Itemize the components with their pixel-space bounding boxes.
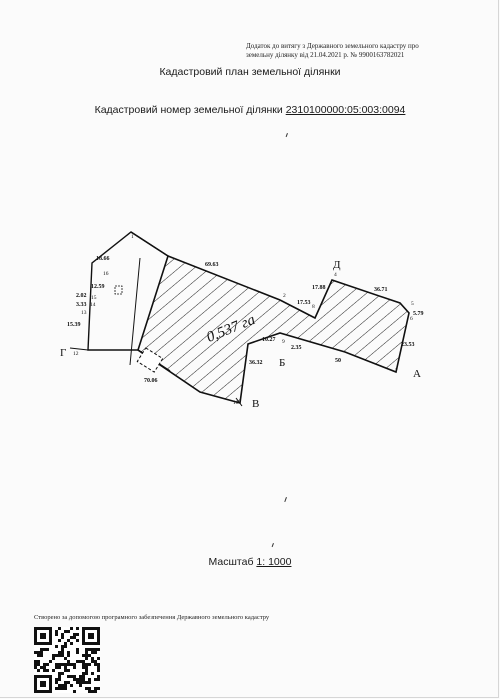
point-16: 16 (103, 271, 109, 277)
neighbor-d: Д (333, 259, 341, 271)
length-18-66: 18.66 (96, 256, 110, 262)
length-10-27: 10.27 (262, 337, 276, 343)
length-50: 50 (335, 358, 341, 364)
neighbor-a: А (413, 368, 421, 380)
page-title: Кадастровий план земельної ділянки (159, 66, 341, 78)
point-12: 12 (73, 351, 79, 357)
neighbor-g: Г (60, 347, 66, 359)
annex-line-1: Додаток до витягу з Державного земельног… (246, 42, 419, 50)
cadastral-number: 2310100000:05:003:0094 (285, 104, 406, 116)
qr-code (34, 627, 100, 693)
point-9: 9 (282, 339, 285, 345)
point-11: 11 (233, 400, 239, 406)
length-17-88: 17.88 (312, 285, 326, 291)
length-2-35: 2.35 (291, 345, 302, 351)
length-17-53: 17.53 (297, 300, 311, 306)
point-7: 7 (395, 368, 398, 374)
length-5-79: 5.79 (413, 311, 424, 317)
neighbor-b: Б (279, 357, 285, 369)
building-outline (136, 347, 164, 373)
point-14: 14 (90, 302, 96, 308)
main-parcel (137, 254, 410, 405)
scan-specks (271, 133, 288, 548)
length-15-39: 15.39 (67, 322, 81, 328)
point-2: 2 (283, 293, 286, 299)
scale-label: Масштаб (208, 556, 254, 568)
length-23-53: 23.53 (401, 342, 415, 348)
point-13: 13 (81, 310, 87, 316)
length-3-33: 3.33 (76, 302, 87, 308)
scale-line: Масштаб 1: 1000 (0, 556, 500, 568)
length-70-06: 70.06 (144, 378, 158, 384)
neighbor-line-v (235, 397, 243, 407)
length-12-59: 12.59 (91, 284, 105, 290)
length-69-63: 69.63 (205, 262, 219, 268)
point-5: 5 (411, 301, 414, 307)
point-1: 1 (131, 234, 134, 240)
neighbor-line-g (69, 347, 89, 351)
annex-note: Додаток до витягу з Державного земельног… (246, 42, 446, 59)
length-36-32: 36.32 (249, 360, 263, 366)
point-6: 6 (410, 316, 413, 322)
length-36-71: 36.71 (374, 287, 388, 293)
point-15: 15 (91, 295, 97, 301)
plot-inner-line (129, 257, 141, 366)
shed-outline (114, 285, 123, 295)
plot-divider (130, 231, 169, 257)
cadastral-number-line: Кадастровий номер земельної ділянки 2310… (0, 104, 500, 116)
length-2-02: 2.02 (76, 293, 87, 299)
scale-value: 1: 1000 (256, 556, 292, 568)
point-4: 4 (334, 272, 337, 278)
point-8: 8 (312, 304, 315, 310)
footer-note: Створено за допомогою програмного забезп… (34, 614, 270, 621)
cadastral-number-label: Кадастровий номер земельної ділянки (94, 104, 283, 116)
neighbor-v: В (252, 398, 259, 410)
annex-line-2: земельну ділянку від 21.04.2021 р. № 990… (246, 50, 405, 59)
